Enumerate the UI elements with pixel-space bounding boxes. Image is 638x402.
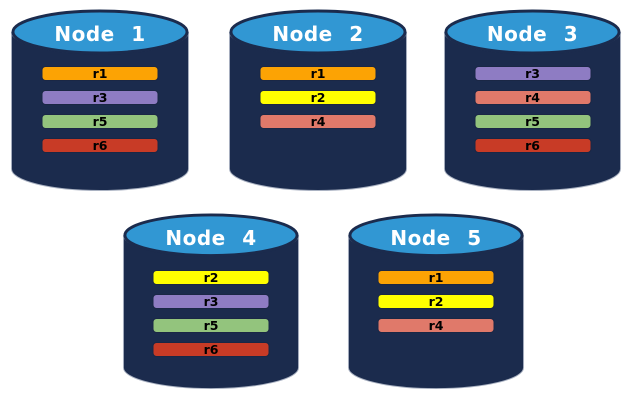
replica-list: r1 r2 r4	[377, 270, 495, 333]
node-title: Node 3	[486, 22, 579, 46]
node-title: Node 4	[165, 226, 257, 250]
node-4: Node 4 r2 r3 r5 r6	[122, 212, 300, 390]
node-3: Node 3 r3 r4 r5 r6	[443, 8, 622, 192]
replica-bar: r3	[41, 90, 159, 105]
replica-bar: r1	[377, 270, 495, 285]
replica-bar: r4	[377, 318, 495, 333]
replica-bar: r6	[41, 138, 159, 153]
replica-list: r1 r3 r5 r6	[41, 66, 159, 153]
replica-bar: r3	[152, 294, 270, 309]
replica-bar: r5	[152, 318, 270, 333]
node-title: Node 2	[272, 22, 364, 46]
replica-bar: r5	[474, 114, 591, 129]
node-2: Node 2 r1 r2 r4	[228, 8, 408, 192]
replica-bar: r2	[152, 270, 270, 285]
replica-bar: r6	[152, 342, 270, 357]
replica-bar: r3	[474, 66, 591, 81]
replica-bar: r5	[41, 114, 159, 129]
replica-bar: r4	[474, 90, 591, 105]
replica-bar: r1	[259, 66, 377, 81]
node-title: Node 1	[54, 22, 146, 46]
replica-list: r1 r2 r4	[259, 66, 377, 129]
replica-bar: r2	[259, 90, 377, 105]
replica-bar: r2	[377, 294, 495, 309]
node-title: Node 5	[390, 226, 482, 250]
node-5: Node 5 r1 r2 r4	[347, 212, 525, 390]
replica-bar: r1	[41, 66, 159, 81]
replica-bar: r6	[474, 138, 591, 153]
replica-list: r3 r4 r5 r6	[474, 66, 591, 153]
node-1: Node 1 r1 r3 r5 r6	[10, 8, 190, 192]
replica-list: r2 r3 r5 r6	[152, 270, 270, 357]
replica-bar: r4	[259, 114, 377, 129]
